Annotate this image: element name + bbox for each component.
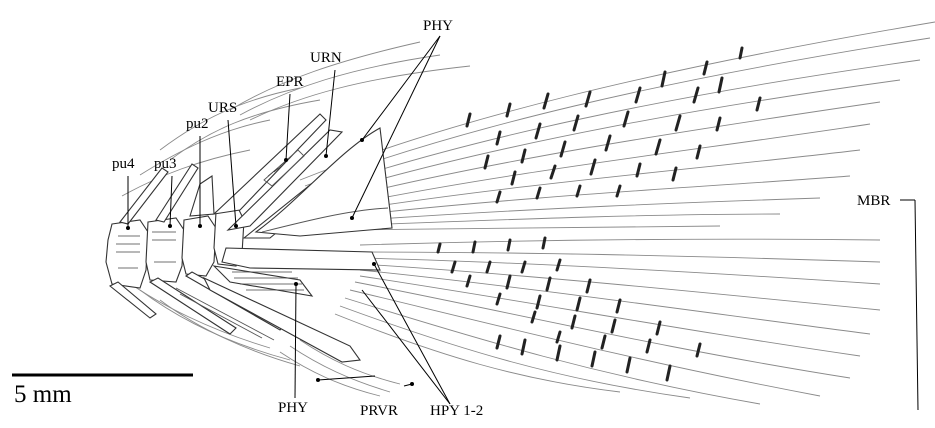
scale-bar-label: 5 mm bbox=[14, 381, 72, 408]
lower-fin-rays bbox=[124, 238, 881, 405]
label-epr: EPR bbox=[276, 74, 304, 90]
lower-ray-segments bbox=[436, 236, 702, 382]
vertebral-centra bbox=[105, 207, 245, 289]
leader-lines bbox=[126, 35, 915, 405]
upper-ray-segments bbox=[465, 46, 762, 204]
label-prvr: PRVR bbox=[360, 403, 398, 419]
mbr-marker-line bbox=[914, 199, 919, 411]
label-pu4: pu4 bbox=[112, 156, 135, 172]
label-mbr: MBR bbox=[857, 193, 890, 209]
label-pu3: pu3 bbox=[154, 156, 177, 172]
label-hpy: HPY 1-2 bbox=[430, 403, 483, 419]
label-urn: URN bbox=[310, 50, 342, 66]
upper-hypural-plate bbox=[254, 127, 393, 237]
label-phy-lower: PHY bbox=[278, 400, 308, 416]
label-urs: URS bbox=[208, 100, 237, 116]
label-phy-upper: PHY bbox=[423, 18, 453, 34]
lower-hypurals bbox=[202, 247, 381, 363]
upper-fin-rays bbox=[121, 21, 935, 231]
label-pu2: pu2 bbox=[186, 116, 209, 132]
